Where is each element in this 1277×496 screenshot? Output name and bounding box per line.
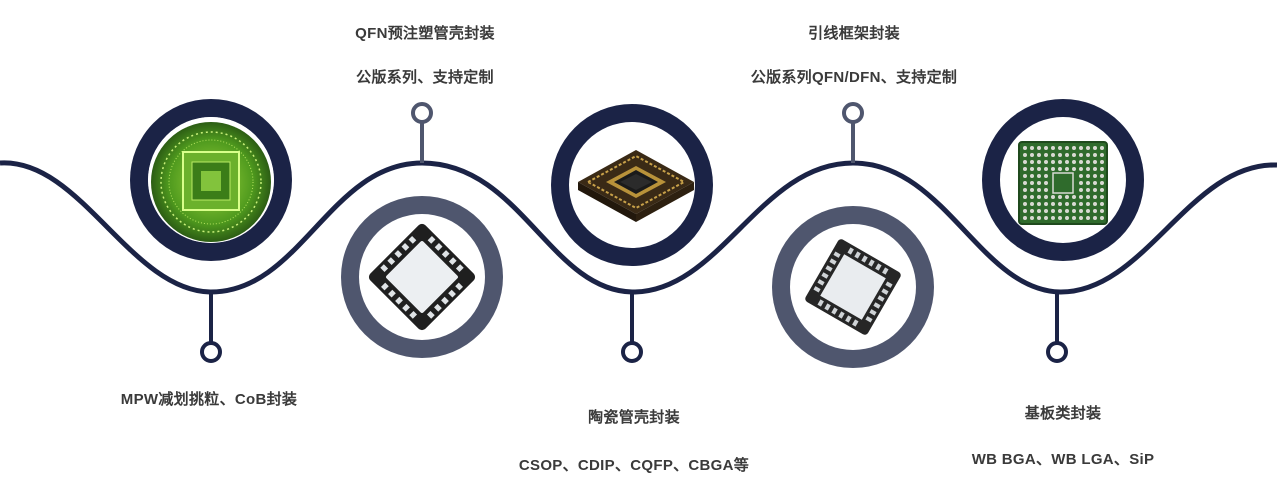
connector-1 bbox=[200, 292, 222, 363]
connector-node bbox=[1046, 341, 1068, 363]
stage-4-subtitle: 公版系列QFN/DFN、支持定制 bbox=[750, 69, 958, 86]
stage-5-title: 基板类封装 bbox=[1024, 405, 1102, 422]
connector-node bbox=[411, 102, 433, 124]
stage-1-badge bbox=[130, 99, 292, 261]
green-die-chip-image bbox=[148, 117, 274, 243]
ceramic-gold-chip-image bbox=[578, 150, 694, 222]
stage-3-subtitle: CSOP、CDIP、CQFP、CBGA等 bbox=[518, 457, 750, 474]
stage-2-subtitle: 公版系列、支持定制 bbox=[356, 69, 494, 86]
stage-3-title: 陶瓷管壳封装 bbox=[588, 409, 680, 426]
connector-5 bbox=[1046, 292, 1068, 363]
connector-node bbox=[842, 102, 864, 124]
connector-node bbox=[621, 341, 643, 363]
connector-2 bbox=[411, 102, 433, 163]
stage-5-badge bbox=[982, 99, 1144, 261]
stage-2-title: QFN预注塑管壳封装 bbox=[355, 25, 495, 42]
stage-2-badge bbox=[341, 196, 503, 358]
stage-5-subtitle: WB BGA、WB LGA、SiP bbox=[971, 451, 1155, 468]
qfn-molded-chip-image bbox=[805, 239, 901, 335]
stage-4-badge bbox=[772, 206, 934, 368]
stage-4-title: 引线框架封装 bbox=[808, 25, 900, 42]
qfn-preform-chip-image bbox=[368, 223, 476, 331]
stage-3-badge bbox=[551, 104, 713, 266]
connector-3 bbox=[621, 292, 643, 363]
connector-4 bbox=[842, 102, 864, 163]
stage-1-title: MPW减划挑粒、CoB封装 bbox=[120, 391, 298, 408]
connector-node bbox=[200, 341, 222, 363]
bga-substrate-chip-image bbox=[1018, 141, 1108, 225]
